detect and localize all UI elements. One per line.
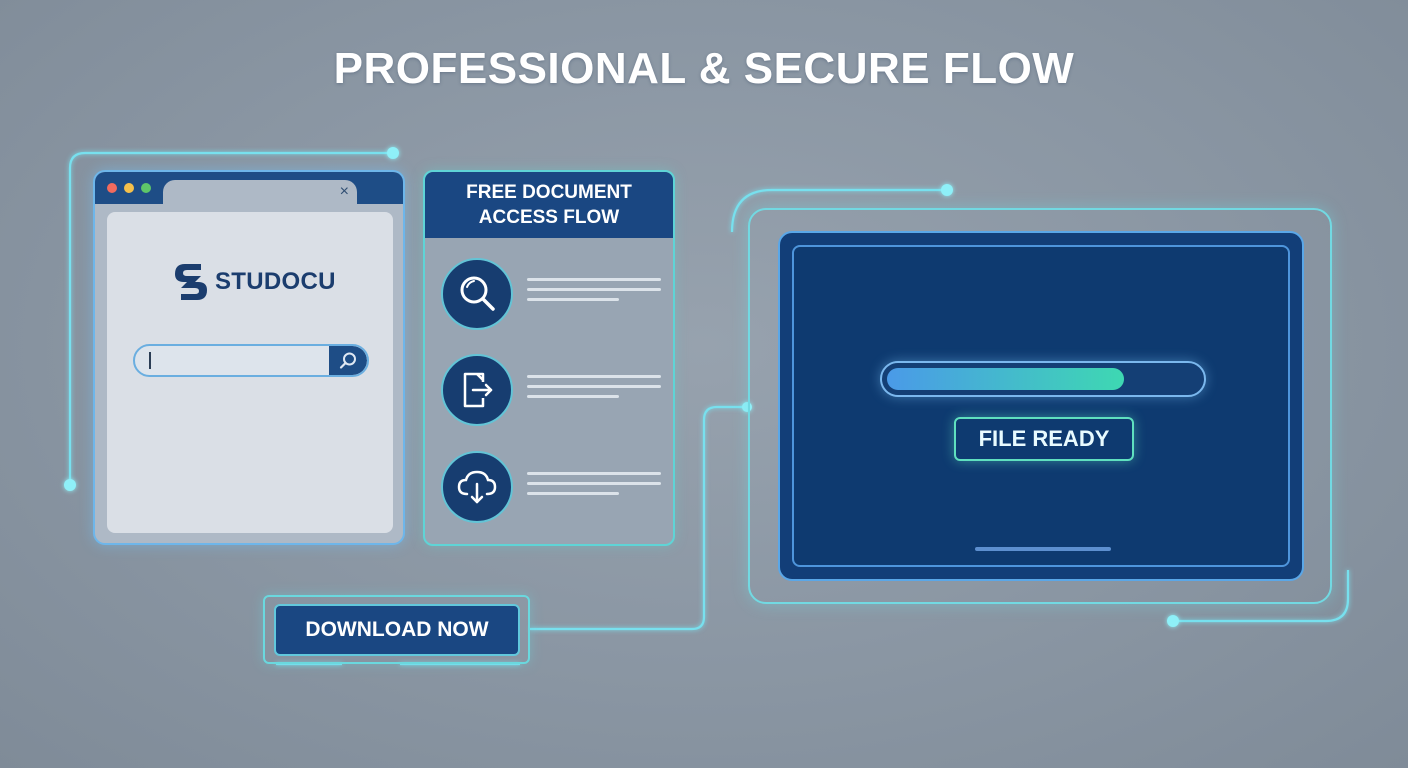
search-input[interactable]	[135, 346, 329, 375]
step-search	[441, 258, 513, 330]
progress-bar	[880, 361, 1206, 397]
search-button[interactable]	[329, 346, 367, 375]
tablet-glow-frame	[748, 208, 1332, 604]
cloud-download-icon	[457, 470, 497, 504]
connector-node	[1167, 615, 1179, 627]
tablet-device: FILE READY	[778, 231, 1304, 581]
document-export-icon	[463, 372, 493, 408]
logo-text: STUDOCU	[215, 268, 336, 295]
step-export	[441, 354, 513, 426]
browser-title-bar: ×	[95, 172, 403, 204]
browser-window: × STUDOCU	[93, 170, 405, 545]
studocu-logo: STUDOCU	[171, 260, 336, 304]
search-icon	[339, 352, 356, 369]
page-title: PROFESSIONAL & SECURE FLOW	[333, 44, 1075, 93]
download-now-button[interactable]: DOWNLOAD NOW	[274, 604, 520, 656]
document-access-flow-panel: FREE DOCUMENT ACCESS FLOW	[423, 170, 675, 546]
download-button-frame	[263, 595, 530, 664]
browser-tab[interactable]: ×	[163, 180, 357, 204]
step-description	[527, 375, 661, 405]
progress-fill	[887, 368, 1124, 390]
connector-node	[64, 479, 76, 491]
file-ready-badge: FILE READY	[954, 417, 1134, 461]
home-indicator	[975, 547, 1111, 551]
flow-header-line-2: ACCESS FLOW	[478, 207, 620, 228]
tablet-screen: FILE READY	[792, 245, 1290, 567]
close-window-button[interactable]	[107, 183, 117, 193]
browser-content: STUDOCU	[107, 212, 393, 533]
step-description	[527, 472, 661, 502]
minimize-window-button[interactable]	[124, 183, 134, 193]
tab-close-icon[interactable]: ×	[339, 183, 349, 200]
step-description	[527, 278, 661, 308]
studocu-logo-icon	[175, 264, 207, 300]
step-download	[441, 451, 513, 523]
maximize-window-button[interactable]	[141, 183, 151, 193]
connector-node	[387, 147, 399, 159]
connector-node	[941, 184, 953, 196]
flow-panel-header: FREE DOCUMENT ACCESS FLOW	[425, 172, 673, 238]
search-icon	[460, 276, 495, 311]
search-box	[133, 344, 369, 377]
flow-header-line-1: FREE DOCUMENT	[466, 182, 632, 203]
text-caret	[149, 352, 151, 369]
